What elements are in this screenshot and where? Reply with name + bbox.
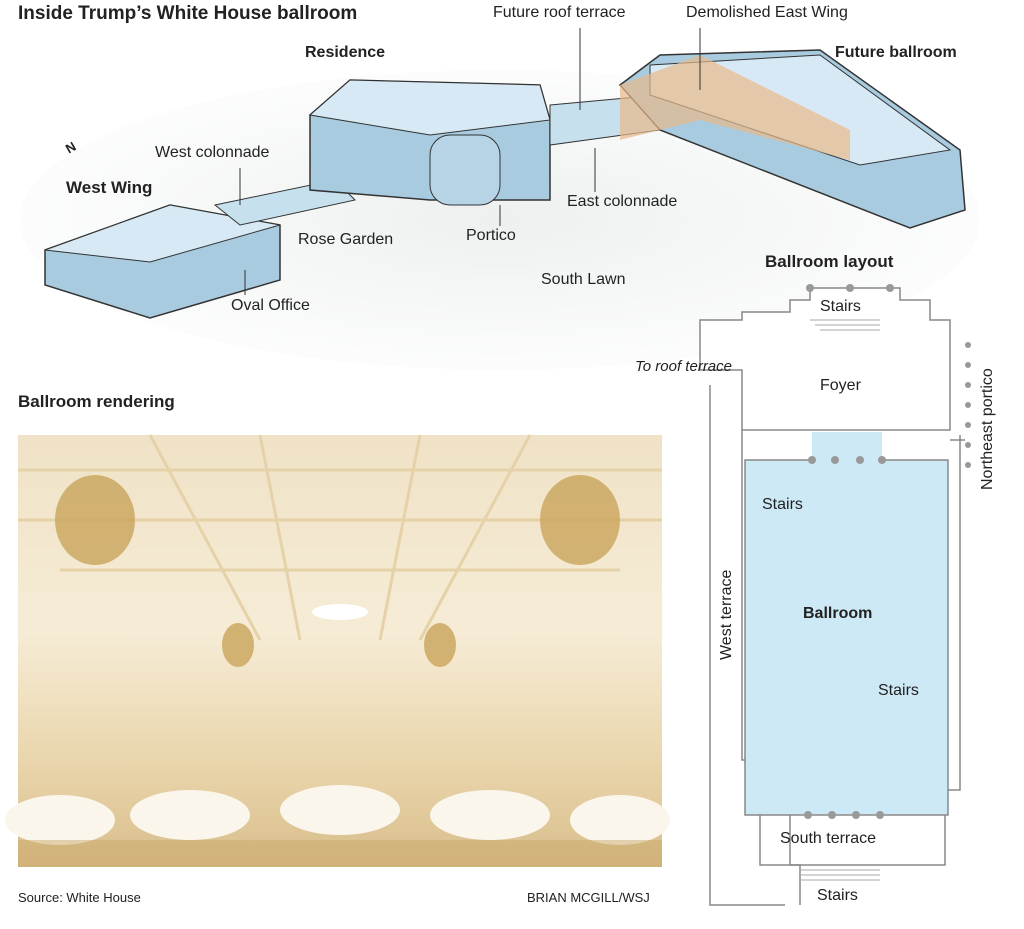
ballroom-rendering-heading: Ballroom rendering [18, 392, 175, 411]
label-oval-office: Oval Office [231, 297, 310, 314]
label-south-terrace: South terrace [780, 830, 877, 847]
label-stairs-se: Stairs [878, 682, 919, 699]
label-rose-garden: Rose Garden [298, 231, 394, 248]
ballroom-floor [744, 459, 949, 816]
ballroom-floor-plan [699, 284, 971, 906]
label-demolished-east-wing: Demolished East Wing [686, 4, 848, 21]
label-northeast-portico: Northeast portico [979, 368, 996, 490]
label-portico: Portico [466, 227, 516, 244]
label-future-roof-terrace: Future roof terrace [493, 4, 626, 21]
label-foyer: Foyer [820, 377, 861, 394]
demolished-east-wing [620, 55, 850, 160]
ballroom-rendering-image [5, 434, 670, 867]
main-title: Inside Trump’s White House ballroom [18, 3, 358, 24]
label-future-ballroom: Future ballroom [835, 44, 957, 61]
label-stairs-north: Stairs [820, 298, 861, 315]
label-stairs-south: Stairs [817, 887, 858, 904]
source-note: Source: White House [18, 890, 141, 905]
aerial-view [20, 28, 980, 370]
label-west-wing: West Wing [66, 178, 153, 197]
label-stairs-nw: Stairs [762, 496, 803, 513]
label-south-lawn: South Lawn [541, 271, 626, 288]
label-residence: Residence [305, 44, 386, 61]
label-west-terrace: West terrace [718, 569, 735, 660]
label-west-colonnade: West colonnade [155, 144, 270, 161]
credit-note: BRIAN MCGILL/WSJ [527, 890, 650, 905]
label-ballroom: Ballroom [803, 605, 873, 622]
label-east-colonnade: East colonnade [567, 193, 678, 210]
ballroom-layout-heading: Ballroom layout [765, 252, 894, 271]
label-to-roof-terrace: To roof terrace [635, 358, 732, 375]
portico [429, 134, 501, 206]
